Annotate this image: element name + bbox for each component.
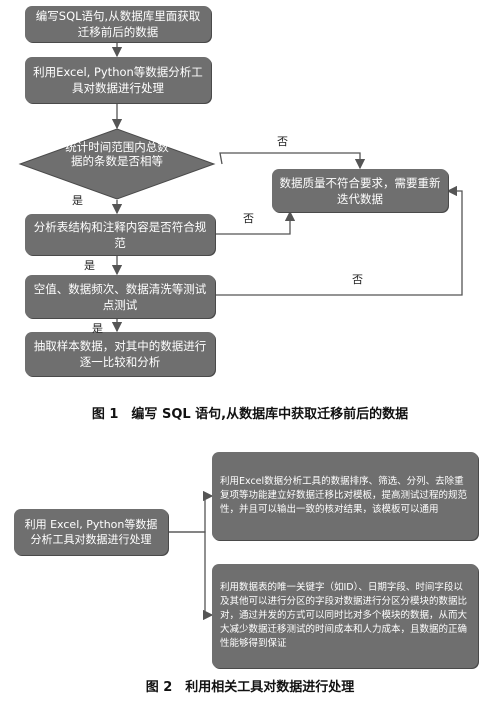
step-box-test-points: 空值、数据频次、数据清洗等测试点测试 bbox=[25, 275, 215, 318]
figure1-caption: 图 1 编写 SQL 语句,从数据库中获取迁移前后的数据 bbox=[91, 407, 409, 422]
decision-text: 统计时间范围内总数据的条数是否相等 bbox=[65, 140, 169, 168]
figure2-caption: 图 2 利用相关工具对数据进行处理 bbox=[145, 680, 355, 695]
step-box-process-data-text: 利用Excel, Python等数据分析工具对数据进行处理 bbox=[33, 65, 203, 95]
detail-box-partition-compare: 利用数据表的唯一关键字（如ID）、日期字段、时间字段以及其他可以进行分区的字段对… bbox=[212, 564, 478, 668]
label-no-testpoints: 否 bbox=[352, 273, 363, 286]
fail-box-reiterate: 数据质量不符合要求，需要重新迭代数据 bbox=[272, 169, 448, 212]
arrow-diamond-fail bbox=[219, 152, 366, 170]
step-box-test-points-text: 空值、数据频次、数据清洗等测试点测试 bbox=[33, 281, 207, 312]
label-no-diamond: 否 bbox=[277, 135, 288, 148]
decision-diamond bbox=[18, 128, 216, 200]
step-box-check-structure-text: 分析表结构和注释内容是否符合规范 bbox=[33, 219, 207, 250]
label-yes-testpoints: 是 bbox=[92, 322, 103, 335]
arrow-source-bottom bbox=[168, 531, 214, 621]
label-yes-diamond: 是 bbox=[72, 194, 83, 207]
fail-box-reiterate-text: 数据质量不符合要求，需要重新迭代数据 bbox=[279, 175, 441, 206]
step-box-sample-compare: 抽取样本数据，对其中的数据进行逐一比较和分析 bbox=[25, 332, 215, 376]
detail-box-excel-template: 利用Excel数据分析工具的数据排序、筛选、分列、去除重复项等功能建立好数据迁移… bbox=[212, 452, 478, 540]
step-box-check-structure: 分析表结构和注释内容是否符合规范 bbox=[25, 214, 215, 255]
label-no-structure: 否 bbox=[243, 212, 254, 225]
step-box-process-data: 利用Excel, Python等数据分析工具对数据进行处理 bbox=[25, 57, 211, 103]
step-box-write-sql-text: 编写SQL语句,从数据库里面获取迁移前后的数据 bbox=[35, 9, 201, 39]
detail-box-excel-template-text: 利用Excel数据分析工具的数据排序、筛选、分列、去除重复项等功能建立好数据迁移… bbox=[220, 476, 468, 515]
arrow-box3-fail bbox=[215, 210, 296, 235]
step-box-write-sql: 编写SQL语句,从数据库里面获取迁移前后的数据 bbox=[25, 6, 211, 42]
arrow-box4-fail bbox=[215, 185, 463, 296]
source-box-tools: 利用 Excel, Python等数据分析工具对数据进行处理 bbox=[14, 509, 168, 555]
source-box-tools-text: 利用 Excel, Python等数据分析工具对数据进行处理 bbox=[24, 518, 158, 546]
arrow-source-top bbox=[168, 490, 214, 533]
label-yes-structure: 是 bbox=[84, 259, 95, 272]
detail-box-partition-compare-text: 利用数据表的唯一关键字（如ID）、日期字段、时间字段以及其他可以进行分区的字段对… bbox=[220, 582, 468, 649]
step-box-sample-compare-text: 抽取样本数据，对其中的数据进行逐一比较和分析 bbox=[33, 339, 207, 369]
